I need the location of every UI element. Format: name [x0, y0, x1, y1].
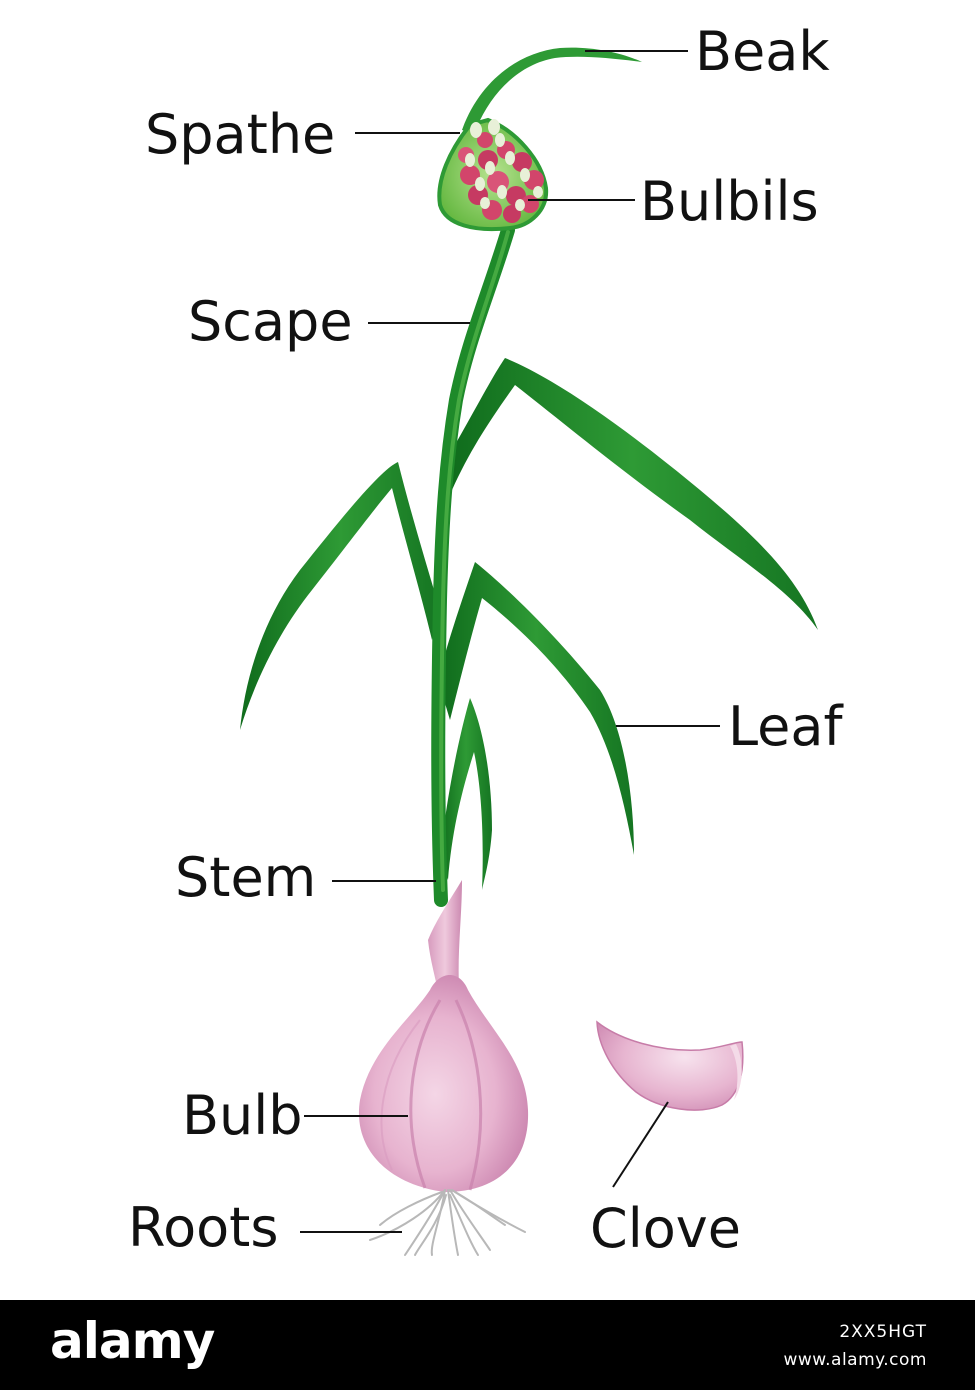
leaf-right-lower	[438, 562, 634, 855]
clove-body	[596, 1020, 744, 1111]
leaves	[240, 358, 818, 890]
bulb-neck	[428, 880, 462, 1000]
garlic-plant-diagram: Beak Spathe Bulbils Scape Leaf Stem Bulb…	[128, 20, 844, 1260]
footer-url: www.alamy.com	[783, 1350, 927, 1370]
stem	[431, 223, 515, 907]
bulb-segment-line-3	[380, 1019, 421, 1171]
image-id: 2XX5HGT	[839, 1322, 927, 1342]
label-beak: Beak	[695, 20, 830, 83]
label-scape: Scape	[188, 290, 353, 353]
label-bulb: Bulb	[182, 1084, 303, 1147]
stem-highlight	[439, 230, 510, 892]
bulb	[358, 880, 529, 1192]
label-roots: Roots	[128, 1196, 278, 1259]
label-bulbils: Bulbils	[640, 170, 819, 233]
labels: Beak Spathe Bulbils Scape Leaf Stem Bulb…	[128, 20, 844, 1260]
label-spathe: Spathe	[145, 103, 335, 166]
watermark-footer: alamy 2XX5HGT www.alamy.com	[0, 1300, 975, 1390]
bulb-body	[358, 975, 529, 1192]
leader-clove	[612, 1101, 669, 1188]
bulb-segment-line-2	[454, 999, 483, 1191]
bulb-segment-line-1	[409, 999, 442, 1189]
roots	[369, 1189, 526, 1256]
leaf-left	[240, 462, 440, 730]
leaf-center-small	[440, 698, 492, 890]
label-leaf: Leaf	[728, 695, 844, 758]
beak	[462, 47, 642, 134]
label-clove: Clove	[590, 1197, 741, 1260]
label-stem: Stem	[175, 846, 316, 909]
bulbils	[458, 119, 544, 223]
clove-tip	[730, 1044, 742, 1100]
alamy-logo: alamy	[50, 1312, 215, 1370]
leader-lines	[300, 50, 720, 1233]
clove	[596, 1020, 744, 1111]
